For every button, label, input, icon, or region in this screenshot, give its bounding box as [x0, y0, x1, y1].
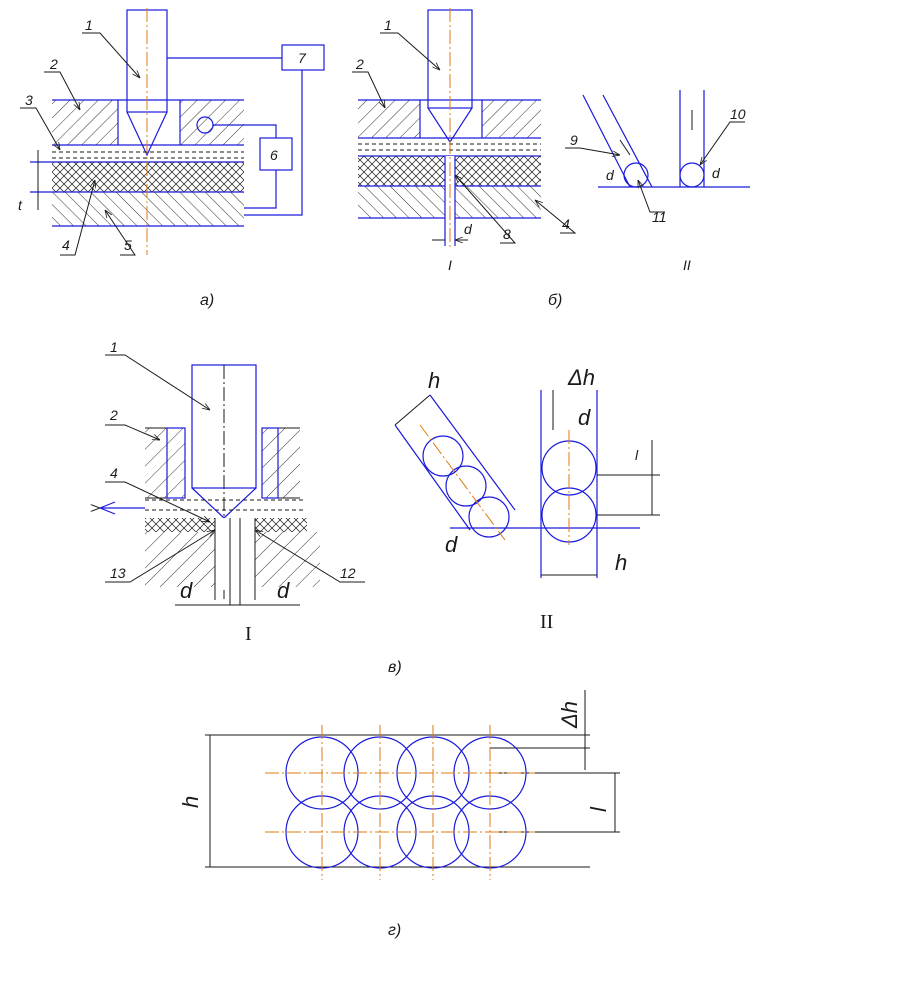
label-d-h: h [178, 796, 203, 808]
label-c-sub-ii: II [540, 611, 553, 633]
label-t: t [18, 197, 23, 213]
label-c-d1: d [180, 578, 193, 603]
label-b-d2: d [712, 165, 721, 181]
label-a-7: 7 [298, 50, 307, 66]
label-d-l: l [586, 806, 611, 812]
caption-d: г) [388, 922, 401, 939]
label-a-3: 3 [25, 92, 33, 108]
workpiece-4 [52, 162, 244, 192]
label-b-sub-ii: II [683, 257, 691, 273]
label-b-9: 9 [570, 132, 578, 148]
caption-a: а) [200, 292, 214, 309]
caption-c: в) [388, 659, 402, 676]
label-c-d2: d [277, 578, 290, 603]
label-a-5: 5 [124, 237, 132, 253]
label-b-2: 2 [355, 56, 364, 72]
label-c-12: 12 [340, 565, 356, 581]
plate-c-left [145, 428, 185, 498]
caption-b: б) [548, 292, 562, 309]
label-c-d3: d [578, 405, 591, 430]
label-b-8: 8 [503, 226, 511, 242]
panel-c: d d 1 2 4 13 12 I в) h d Δh d l h [100, 339, 660, 676]
label-b-10: 10 [730, 106, 746, 122]
label-c-4: 4 [110, 465, 118, 481]
label-c-l: l [635, 447, 639, 463]
bubble-10 [679, 162, 705, 188]
label-a-1: 1 [85, 17, 93, 33]
label-c-2: 2 [109, 407, 118, 423]
label-d-dh: Δh [557, 701, 582, 729]
label-b-4: 4 [562, 216, 570, 232]
label-c-sub-i: I [245, 623, 252, 645]
label-a-2: 2 [49, 56, 58, 72]
base-5 [52, 192, 244, 226]
panel-a: t 1 2 3 4 5 6 7 а) [18, 8, 325, 309]
label-b-1: 1 [384, 17, 392, 33]
label-c-13: 13 [110, 565, 126, 581]
plate-c-right [262, 428, 300, 498]
label-b-11: 11 [652, 209, 667, 225]
label-c-dh: Δh [567, 365, 595, 390]
label-b-d: d [464, 221, 473, 237]
bubble-11 [623, 162, 649, 188]
label-a-6: 6 [270, 147, 278, 163]
label-a-4: 4 [62, 237, 70, 253]
label-c-h1: h [428, 368, 440, 393]
panel-b: d 1 2 8 4 I б) 9 10 11 d d II [352, 8, 750, 309]
label-c-d4: d [445, 532, 458, 557]
panel-d: h Δh l г) [178, 690, 620, 939]
label-c-h2: h [615, 550, 627, 575]
label-c-1: 1 [110, 339, 118, 355]
label-b-d1: d [606, 167, 615, 183]
label-b-sub-i: I [448, 257, 452, 273]
